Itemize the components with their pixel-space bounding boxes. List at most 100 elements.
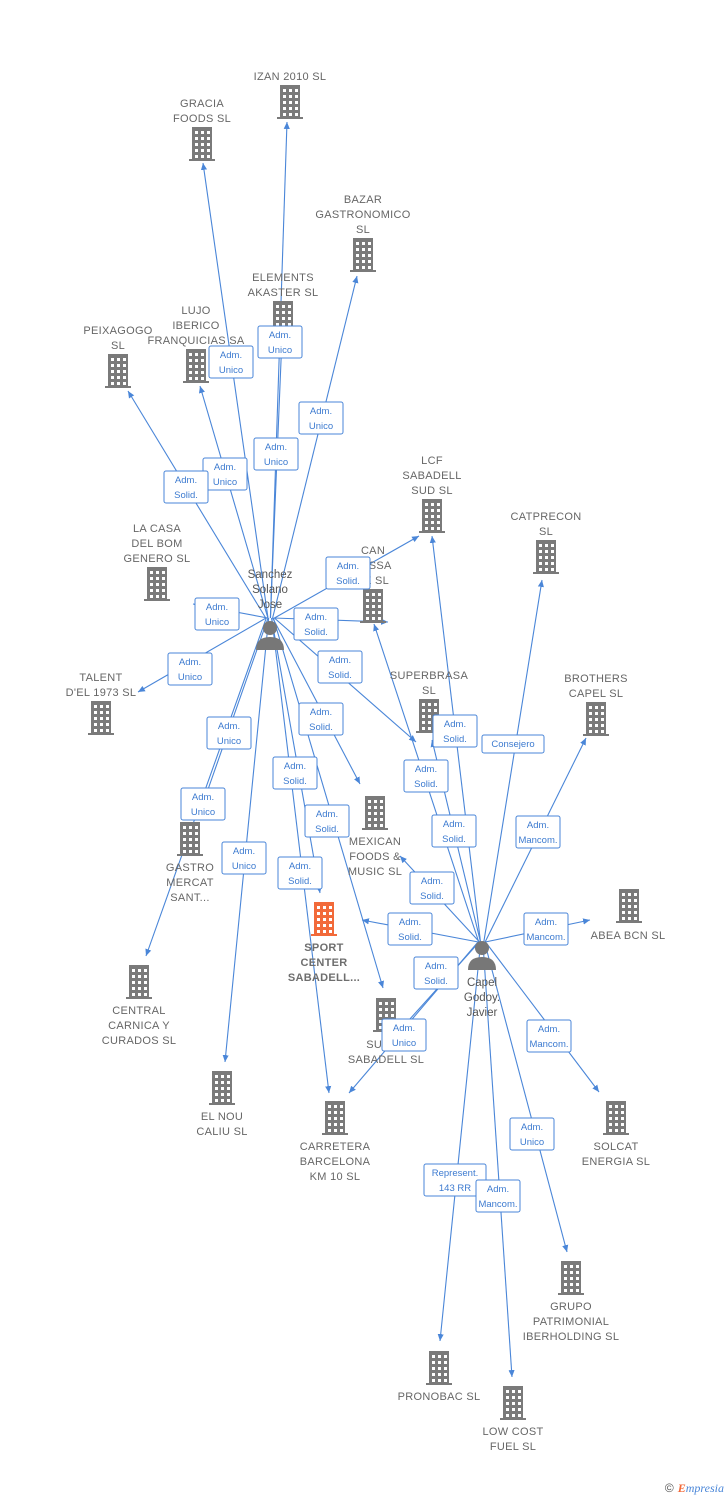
relation-label-sanchez-central[interactable]: Adm.Unico xyxy=(180,787,226,821)
company-label-talent[interactable]: D'EL 1973 SL xyxy=(66,687,137,699)
company-label-brothers[interactable]: BROTHERS xyxy=(564,673,628,685)
relation-label-capel-sport[interactable]: Adm.Solid. xyxy=(387,912,433,946)
company-label-superbrasa[interactable]: SL xyxy=(422,685,436,697)
company-label-central[interactable]: CARNICA Y xyxy=(108,1020,170,1032)
company-label-pronobac[interactable]: PRONOBAC SL xyxy=(398,1391,481,1403)
company-lujo-icon[interactable] xyxy=(183,349,209,383)
relation-label-sanchez-talent[interactable]: Adm.Unico xyxy=(167,652,213,686)
company-mexican-icon[interactable] xyxy=(362,796,388,830)
company-label-abea[interactable]: ABEA BCN SL xyxy=(591,930,666,942)
person-label-capel[interactable]: Capel xyxy=(467,977,497,989)
person-label-capel[interactable]: Javier xyxy=(467,1007,498,1019)
relation-label-capel-abea[interactable]: Adm.Mancom. xyxy=(523,912,569,946)
company-carretera-icon[interactable] xyxy=(322,1101,348,1135)
company-label-super[interactable]: SABADELL SL xyxy=(348,1054,424,1066)
company-label-mexican[interactable]: MEXICAN xyxy=(349,836,401,848)
company-label-gracia[interactable]: FOODS SL xyxy=(173,113,231,125)
relation-label-capel-pronobac[interactable]: Represent.143 RR xyxy=(423,1163,487,1197)
company-label-lacasa[interactable]: DEL BOM xyxy=(131,538,182,550)
company-label-elements[interactable]: ELEMENTS xyxy=(252,272,314,284)
relation-label-sanchez-elnou[interactable]: Adm.Unico xyxy=(221,841,267,875)
person-label-sanchez[interactable]: Jose xyxy=(258,599,282,611)
company-abea-icon[interactable] xyxy=(616,889,642,923)
company-central-icon[interactable] xyxy=(126,965,152,999)
company-label-superbrasa[interactable]: SUPERBRASA xyxy=(390,670,469,682)
company-lowcost-icon[interactable] xyxy=(500,1386,526,1420)
company-label-sport[interactable]: CENTER xyxy=(300,957,347,969)
company-label-carretera[interactable]: KM 10 SL xyxy=(310,1171,361,1183)
relation-label-capel-carretera[interactable]: Adm.Solid. xyxy=(413,956,459,990)
relation-label-sanchez-lcf[interactable]: Adm.Solid. xyxy=(325,556,371,590)
company-talent-icon[interactable] xyxy=(88,701,114,735)
company-label-can[interactable]: CAN xyxy=(361,545,385,557)
company-label-sport[interactable]: SPORT xyxy=(304,942,343,954)
company-label-mexican[interactable]: FOODS & xyxy=(349,851,401,863)
relation-label-capel-can[interactable]: Adm.Solid. xyxy=(432,714,478,748)
company-catprecon-icon[interactable] xyxy=(533,540,559,574)
company-label-elnou[interactable]: EL NOU xyxy=(201,1111,243,1123)
company-label-elnou[interactable]: CALIU SL xyxy=(196,1126,247,1138)
person-capel-icon[interactable] xyxy=(468,941,496,970)
relation-label-sanchez-can[interactable]: Adm.Solid. xyxy=(293,607,339,641)
company-label-lowcost[interactable]: LOW COST xyxy=(482,1426,543,1438)
company-pronobac-icon[interactable] xyxy=(426,1351,452,1385)
company-label-lcf[interactable]: SABADELL xyxy=(402,470,461,482)
relation-label-capel-superbrasa[interactable]: Adm.Solid. xyxy=(431,814,477,848)
relation-label-capel-solcat[interactable]: Adm.Mancom. xyxy=(526,1019,572,1053)
company-label-gracia[interactable]: GRACIA xyxy=(180,98,224,110)
company-label-izan[interactable]: IZAN 2010 SL xyxy=(254,71,327,83)
company-sport-icon[interactable] xyxy=(311,902,337,936)
company-label-lacasa[interactable]: LA CASA xyxy=(133,523,181,535)
relation-label-sanchez-bazar[interactable]: Adm.Unico xyxy=(298,401,344,435)
company-label-peixagogo[interactable]: SL xyxy=(111,340,125,352)
relation-label-sanchez-superbrasa[interactable]: Adm.Solid. xyxy=(317,650,363,684)
relation-label-capel-grupo[interactable]: Adm.Unico xyxy=(509,1117,555,1151)
company-lcf-icon[interactable] xyxy=(419,499,445,533)
relation-label-sanchez-lacasa[interactable]: Adm.Unico xyxy=(194,597,240,631)
company-label-lujo[interactable]: IBERICO xyxy=(172,320,219,332)
company-label-peixagogo[interactable]: PEIXAGOGO xyxy=(83,325,152,337)
company-label-bazar[interactable]: BAZAR xyxy=(344,194,382,206)
company-label-gastro[interactable]: SANT... xyxy=(170,892,209,904)
relation-label-sanchez-mexican[interactable]: Adm.Solid. xyxy=(298,702,344,736)
company-label-solcat[interactable]: SOLCAT xyxy=(594,1141,639,1153)
company-label-solcat[interactable]: ENERGIA SL xyxy=(582,1156,650,1168)
company-lacasa-icon[interactable] xyxy=(144,567,170,601)
company-izan-icon[interactable] xyxy=(277,85,303,119)
person-label-sanchez[interactable]: Sanchez xyxy=(248,569,293,581)
company-label-lcf[interactable]: LCF xyxy=(421,455,443,467)
company-label-catprecon[interactable]: SL xyxy=(539,526,553,538)
relation-label-sanchez-gastro[interactable]: Adm.Unico xyxy=(206,716,252,750)
relation-label-capel-lcf[interactable]: Adm.Solid. xyxy=(403,759,449,793)
company-label-central[interactable]: CURADOS SL xyxy=(102,1035,177,1047)
relation-label-capel-lowcost[interactable]: Adm.Mancom. xyxy=(475,1179,521,1213)
relation-label-sanchez-sport[interactable]: Adm.Solid. xyxy=(277,856,323,890)
company-label-gastro[interactable]: MERCAT xyxy=(166,877,213,889)
relation-label-capel-brothers[interactable]: Adm.Mancom. xyxy=(515,815,561,849)
relation-label-capel-super[interactable]: Adm.Unico xyxy=(381,1018,427,1052)
company-label-grupo[interactable]: IBERHOLDING SL xyxy=(523,1331,620,1343)
relation-label-sanchez-elements[interactable]: Adm.Unico xyxy=(253,437,299,471)
company-solcat-icon[interactable] xyxy=(603,1101,629,1135)
relation-label-sanchez-peixagogo[interactable]: Adm.Solid. xyxy=(163,470,209,504)
company-label-grupo[interactable]: PATRIMONIAL xyxy=(533,1316,609,1328)
company-label-brothers[interactable]: CAPEL SL xyxy=(569,688,624,700)
person-label-sanchez[interactable]: Solano xyxy=(252,584,288,596)
company-label-lujo[interactable]: LUJO xyxy=(181,305,210,317)
company-label-bazar[interactable]: GASTRONOMICO xyxy=(315,209,410,221)
company-label-central[interactable]: CENTRAL xyxy=(112,1005,165,1017)
company-peixagogo-icon[interactable] xyxy=(105,354,131,388)
company-label-grupo[interactable]: GRUPO xyxy=(550,1301,592,1313)
company-can-icon[interactable] xyxy=(360,589,386,623)
company-gastro-icon[interactable] xyxy=(177,822,203,856)
relation-label-sanchez-carretera[interactable]: Adm.Solid. xyxy=(272,756,318,790)
company-label-carretera[interactable]: BARCELONA xyxy=(300,1156,371,1168)
company-label-catprecon[interactable]: CATPRECON xyxy=(511,511,582,523)
relation-label-capel-catprecon[interactable]: Consejero xyxy=(481,734,545,754)
company-label-lacasa[interactable]: GENERO SL xyxy=(124,553,191,565)
person-sanchez-icon[interactable] xyxy=(256,621,284,650)
relation-label-sanchez-gracia[interactable]: Adm.Unico xyxy=(208,345,254,379)
relation-label-sanchez-super[interactable]: Adm.Solid. xyxy=(304,804,350,838)
company-label-talent[interactable]: TALENT xyxy=(79,672,122,684)
company-grupo-icon[interactable] xyxy=(558,1261,584,1295)
